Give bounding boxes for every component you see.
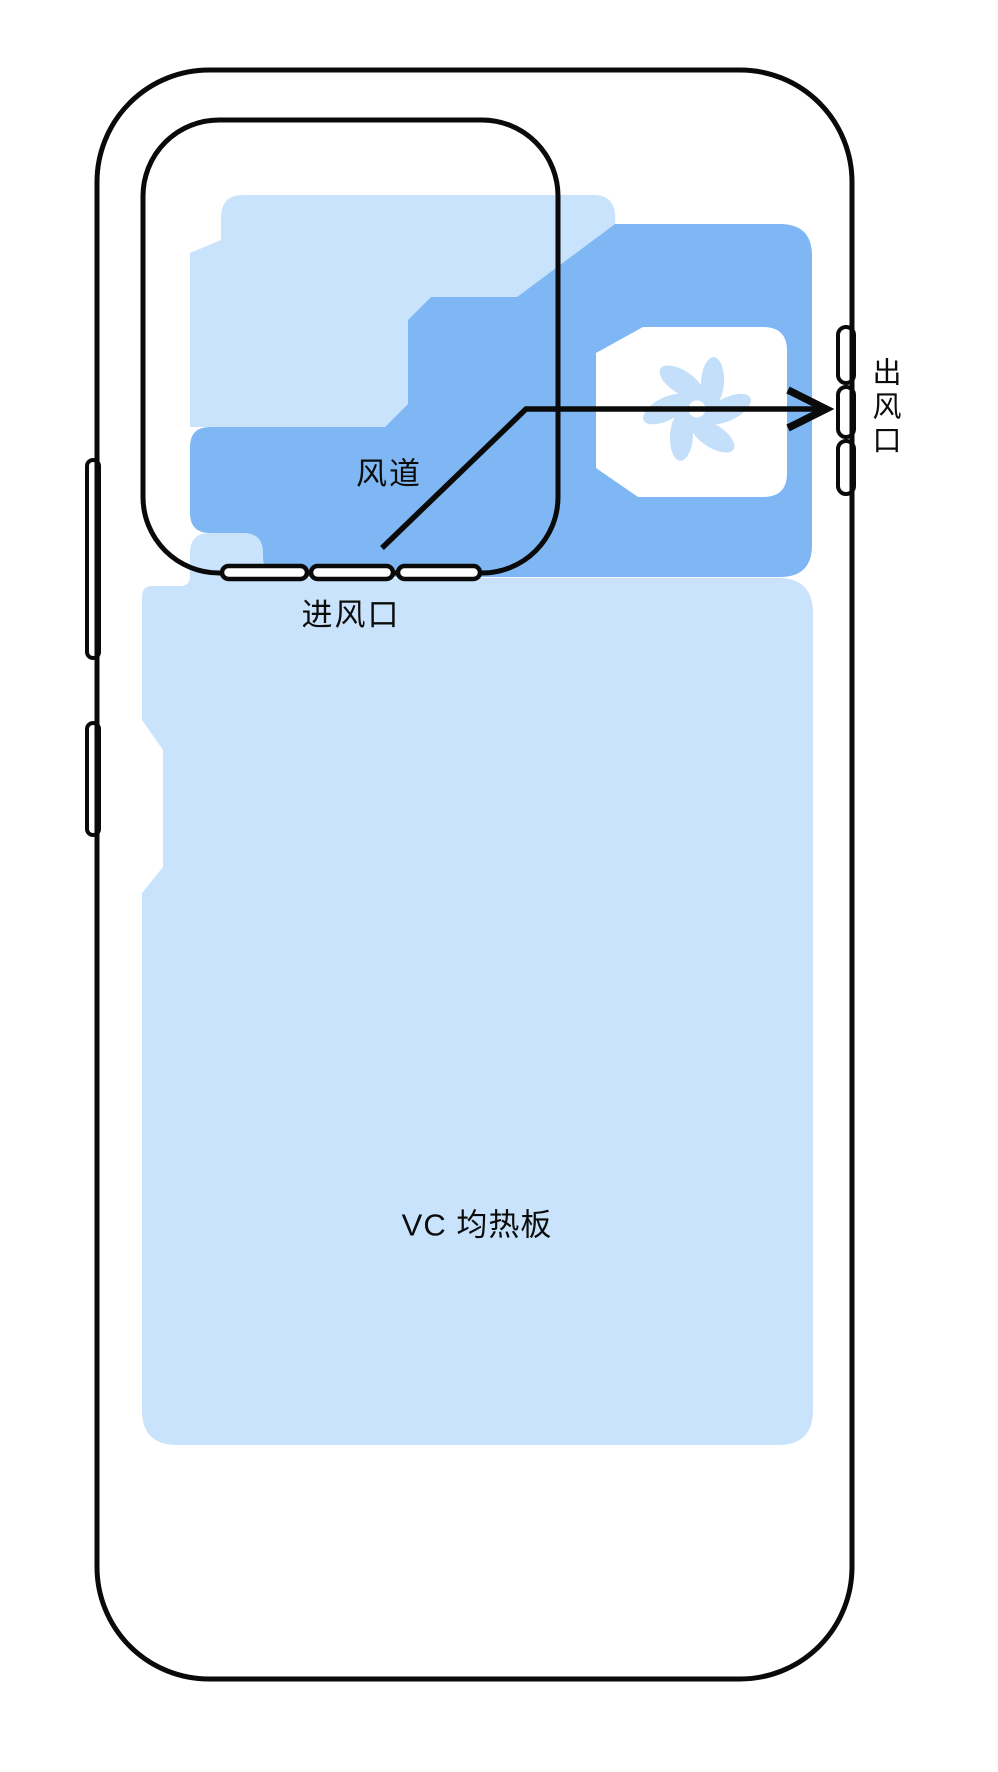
- vc-vapor-chamber-plate: [142, 533, 813, 1445]
- duct-label: 风道: [356, 456, 422, 492]
- outlet-label: 出风口: [868, 357, 900, 459]
- airflow-arrowhead: [786, 386, 835, 432]
- inlet-label: 进风口: [301, 597, 401, 633]
- vapor-chamber-label: VC 均热板: [401, 1207, 553, 1243]
- inlet-vent-1: [219, 563, 310, 582]
- phone-outline: [94, 67, 855, 1682]
- inlet-vents: [219, 563, 483, 582]
- inlet-vent-3: [395, 563, 483, 582]
- airflow-arrow-shaft: [380, 406, 820, 550]
- inlet-vent-2: [308, 563, 396, 582]
- camera-area-plate: [190, 195, 616, 427]
- airflow-arrow: [380, 386, 835, 550]
